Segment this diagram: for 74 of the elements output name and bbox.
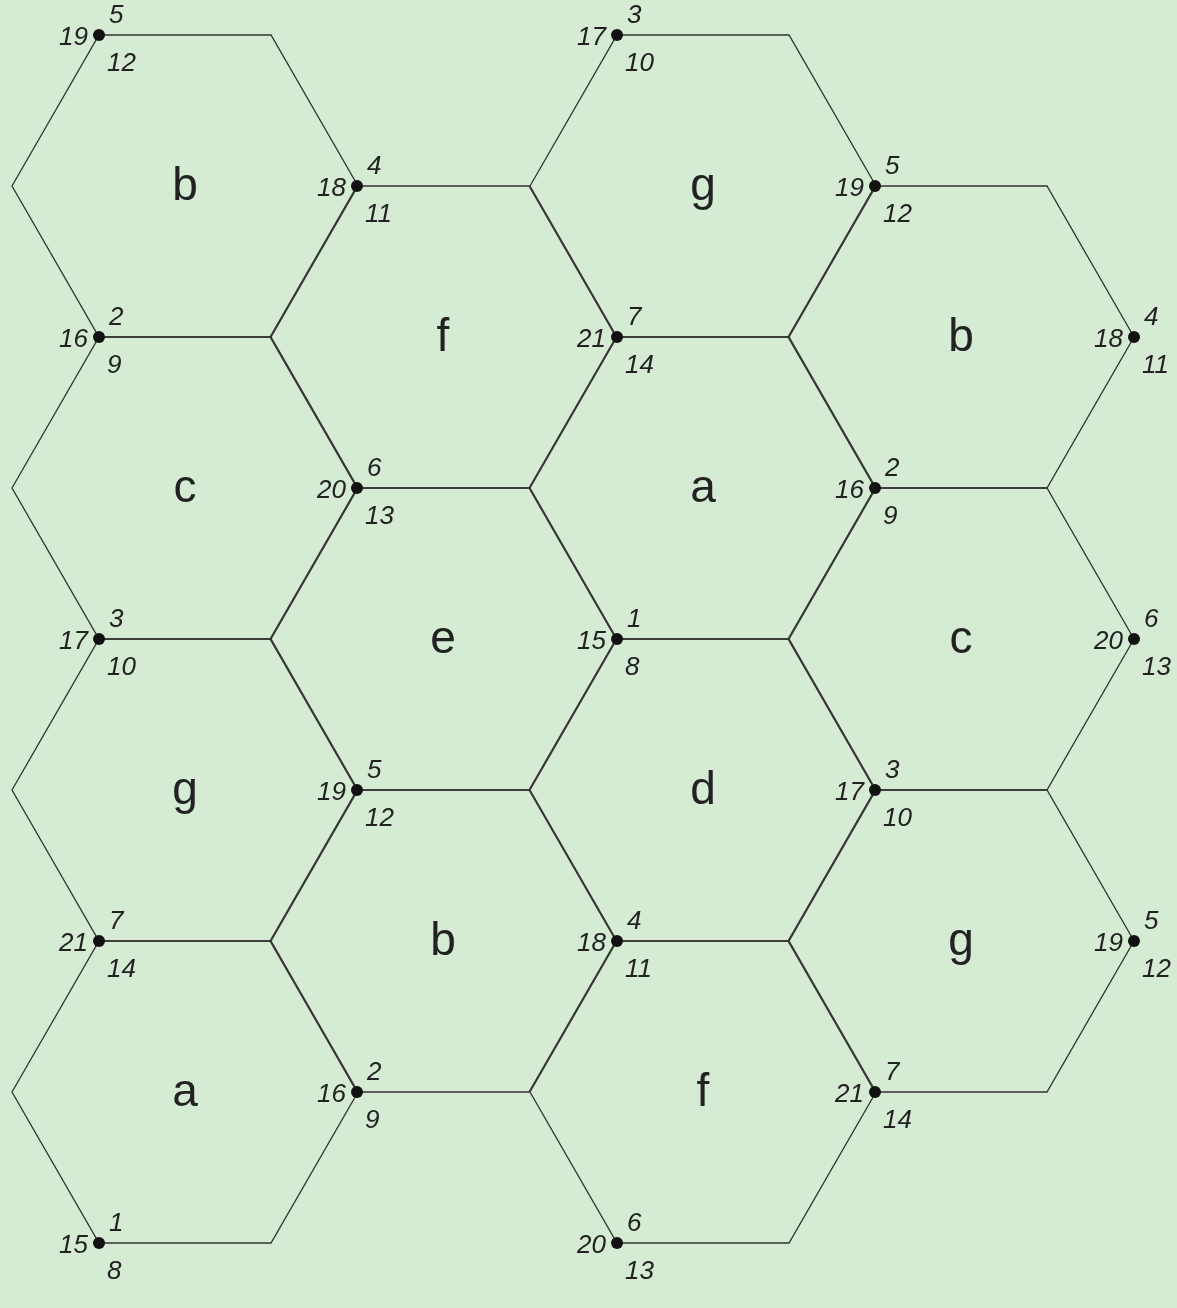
tile-letter: b [172,160,198,207]
vertex-number: 2 [885,454,900,480]
vertex-number: 12 [1142,955,1171,981]
vertex-number: 19 [59,23,88,49]
tile-letter: d [690,764,716,811]
vertex-number: 9 [107,351,122,377]
vertex-number: 14 [883,1106,912,1132]
vertex-number: 11 [625,955,652,981]
vertex-number: 14 [625,351,654,377]
vertex-number: 15 [577,627,606,653]
vertex-number: 13 [1142,653,1171,679]
vertex-number: 16 [59,325,88,351]
vertex-number: 20 [1094,627,1123,653]
vertex-number: 6 [367,454,382,480]
vertex-number: 21 [59,929,88,955]
vertex-number: 18 [317,174,346,200]
vertex-number: 2 [367,1058,382,1084]
vertex-number: 16 [317,1080,346,1106]
vertex-number: 18 [577,929,606,955]
vertex-number: 10 [883,804,912,830]
vertex-number: 3 [885,756,900,782]
vertex-number: 16 [835,476,864,502]
vertex-number: 20 [577,1231,606,1257]
vertex-number: 1 [109,1209,124,1235]
vertex-number: 11 [365,200,392,226]
vertex-number: 7 [109,907,124,933]
vertex-number: 13 [365,502,394,528]
vertex-number: 2 [109,303,124,329]
tile-letter: b [948,311,974,358]
vertex-number: 9 [365,1106,380,1132]
vertex-number: 8 [625,653,640,679]
vertex-number: 21 [835,1080,864,1106]
tile-letter: a [172,1066,198,1113]
vertex-number: 15 [59,1231,88,1257]
vertex-number: 18 [1094,325,1123,351]
vertex-number: 21 [577,325,606,351]
vertex-number: 1 [627,605,642,631]
vertex-number: 8 [107,1257,122,1283]
vertex-number: 4 [367,152,382,178]
tile-letter: c [949,613,973,660]
tile-letter: b [430,915,456,962]
vertex-number: 4 [1144,303,1159,329]
vertex-number: 7 [627,303,642,329]
vertex-number: 19 [1094,929,1123,955]
vertex-number: 19 [317,778,346,804]
vertex-number: 6 [1144,605,1159,631]
tile-letter: f [436,311,450,358]
vertex-number: 11 [1142,351,1169,377]
vertex-number: 19 [835,174,864,200]
vertex-number: 10 [625,49,654,75]
vertex-number: 12 [883,200,912,226]
vertex-number: 5 [885,152,900,178]
vertex-number: 3 [627,1,642,27]
vertex-number: 14 [107,955,136,981]
vertex-number: 13 [625,1257,654,1283]
vertex-number: 17 [577,23,606,49]
vertex-number: 4 [627,907,642,933]
vertex-number: 12 [365,804,394,830]
vertex-number: 20 [317,476,346,502]
tile-letter: e [430,613,456,660]
vertex-number: 5 [1144,907,1159,933]
vertex-number: 6 [627,1209,642,1235]
vertex-number: 3 [109,605,124,631]
tile-letter: a [690,462,716,509]
vertex-number: 5 [367,756,382,782]
vertex-number: 12 [107,49,136,75]
vertex-number: 9 [883,502,898,528]
tile-letter: c [173,462,197,509]
vertex-number: 17 [835,778,864,804]
vertex-number: 17 [59,627,88,653]
vertex-number: 5 [109,1,124,27]
tile-letter: f [696,1066,710,1113]
vertex-number: 10 [107,653,136,679]
vertex-number: 7 [885,1058,900,1084]
